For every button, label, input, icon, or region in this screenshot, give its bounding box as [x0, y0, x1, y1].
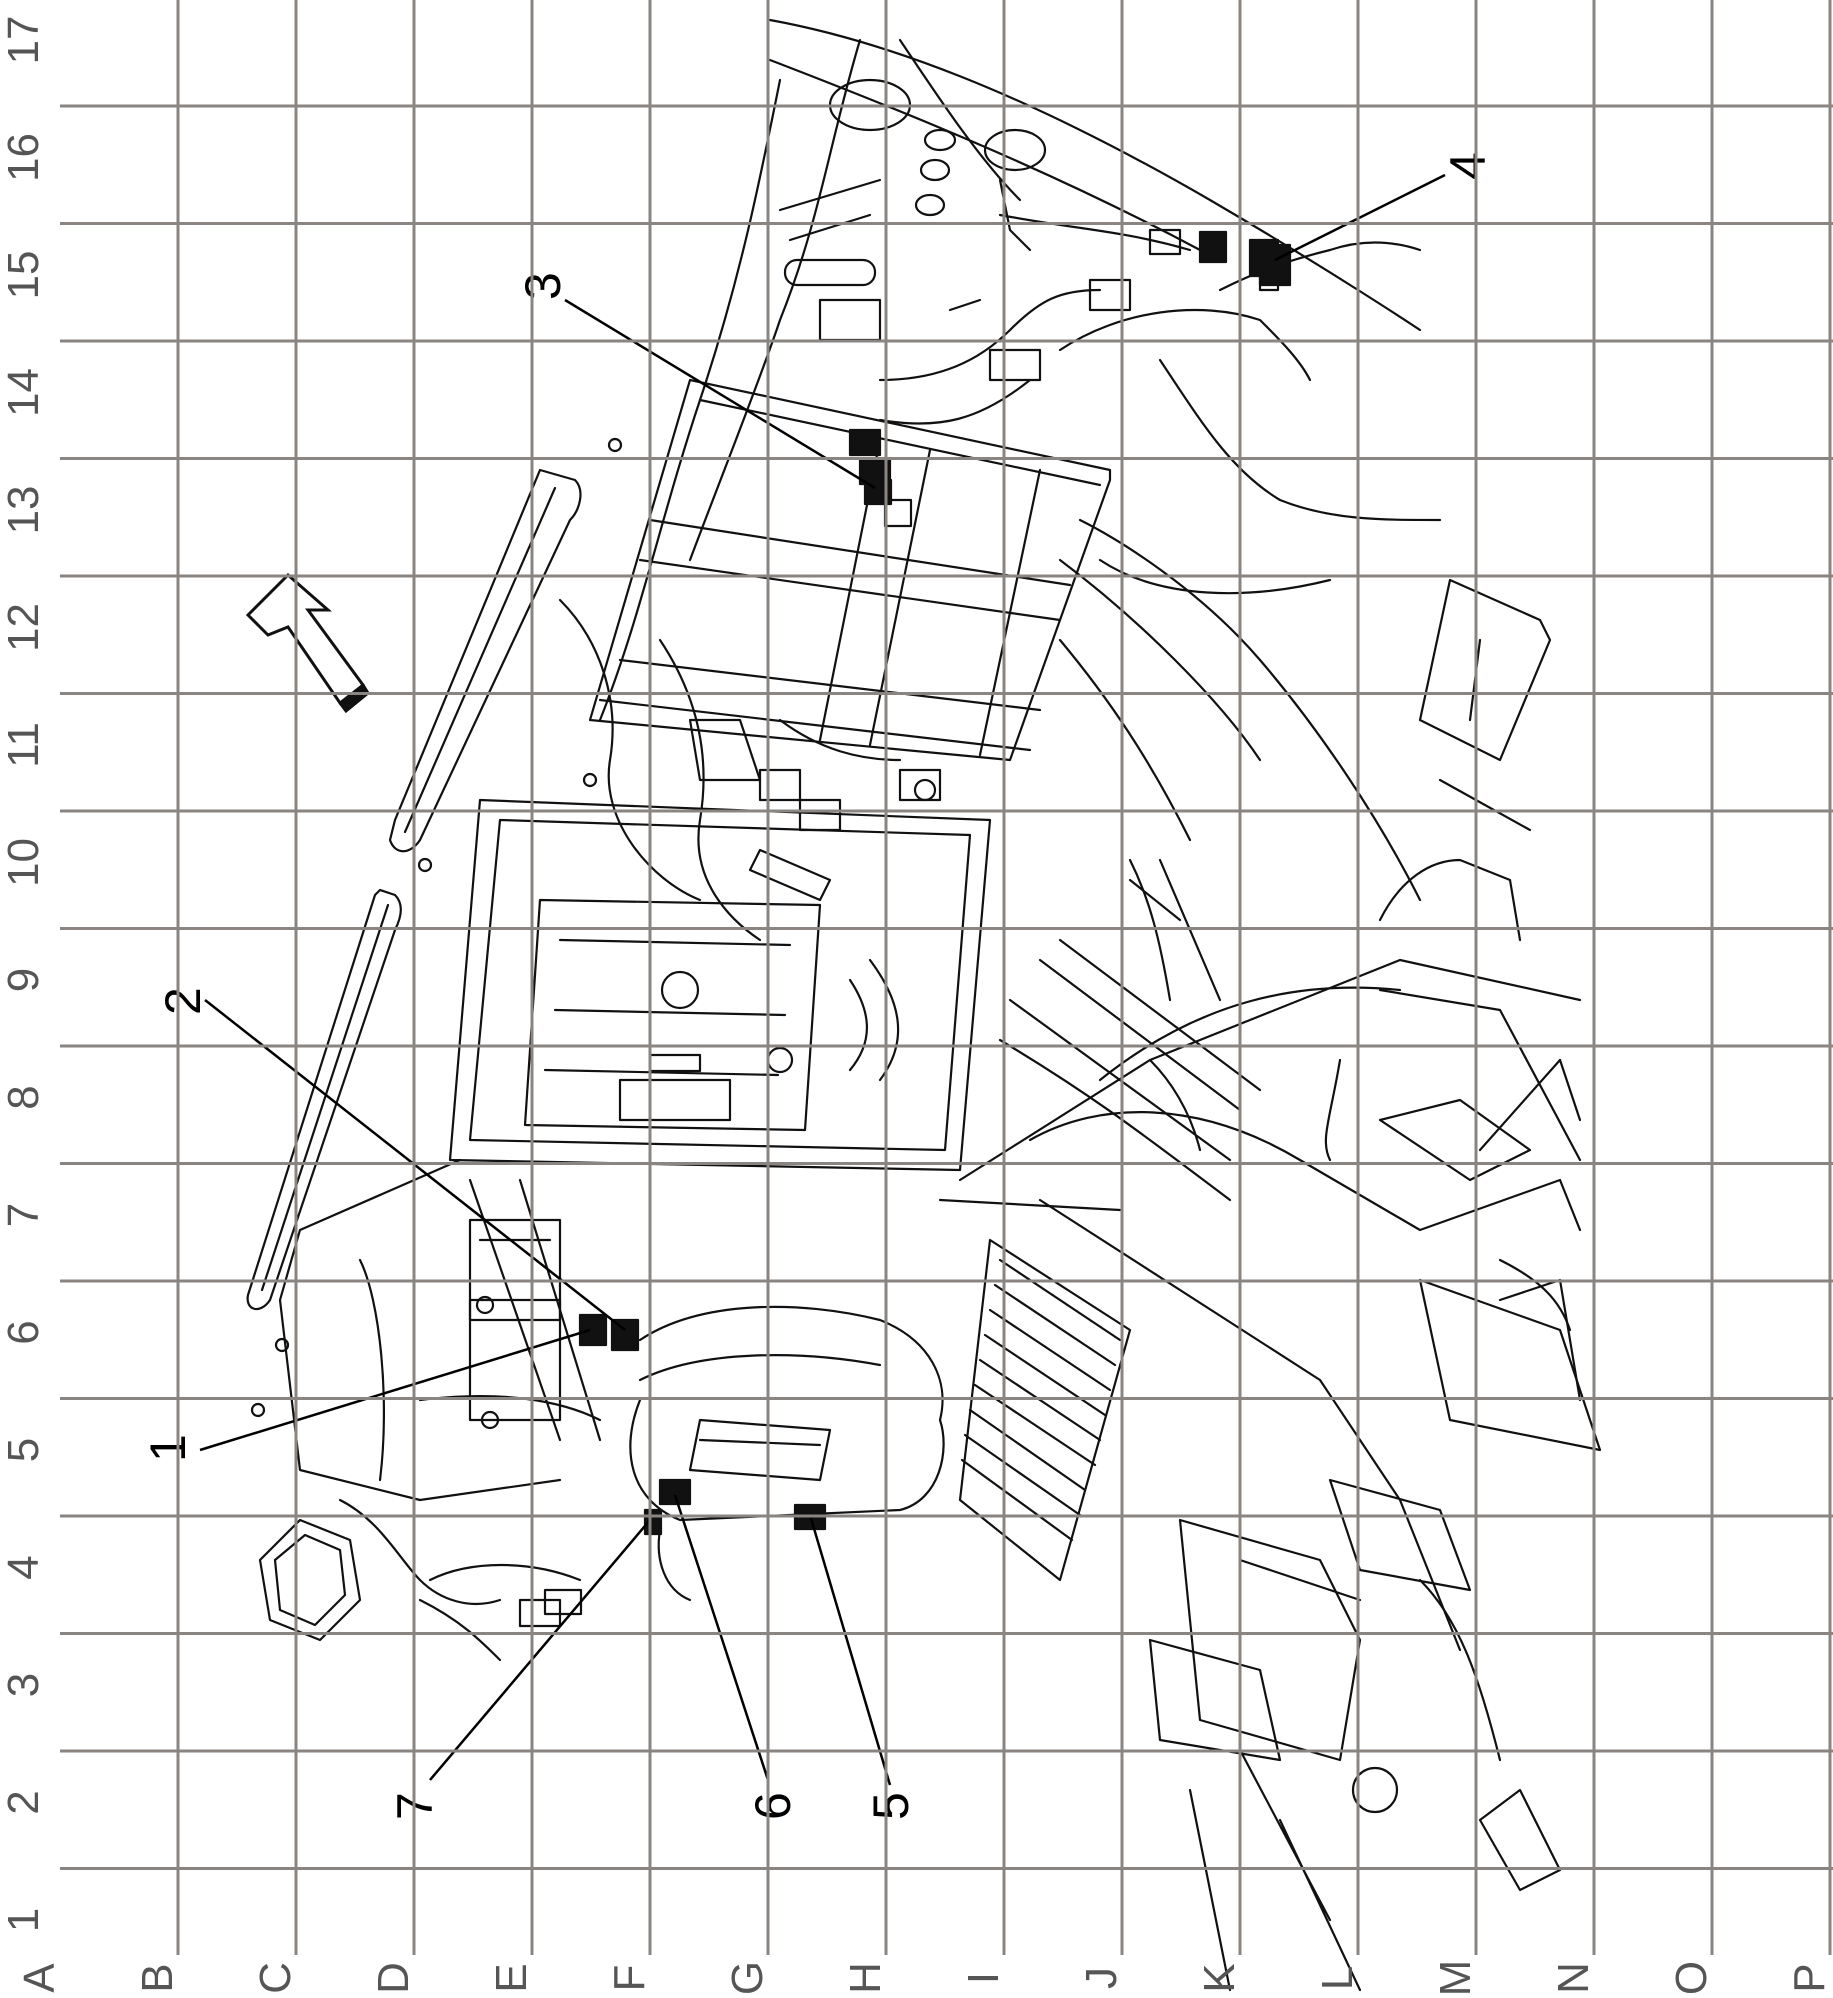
- leader-7: [429, 1519, 651, 1781]
- column-label-p: P: [1785, 1963, 1833, 1992]
- row-label-11: 11: [0, 722, 48, 768]
- callout-1: 1: [140, 1434, 196, 1462]
- column-label-f: F: [605, 1965, 654, 1992]
- connector-4: [1258, 243, 1292, 287]
- callout-labels: 1 2 3 4 5 6 7: [140, 152, 1496, 1820]
- row-label-1: 1: [0, 1908, 48, 1932]
- callout-4: 4: [1440, 152, 1496, 180]
- callout-3: 3: [515, 272, 571, 300]
- column-label-d: D: [369, 1962, 418, 1994]
- row-label-10: 10: [0, 838, 48, 887]
- column-labels: A B C D E F G H I J K L M N O P: [15, 1960, 1833, 1997]
- column-label-c: C: [251, 1962, 300, 1994]
- front-direction-arrow-icon: [245, 572, 370, 714]
- trim-bar-upper: [388, 468, 582, 853]
- row-label-12: 12: [0, 603, 48, 652]
- vehicle-line-art: [246, 18, 1602, 1992]
- row-label-5: 5: [0, 1438, 48, 1462]
- column-label-i: I: [959, 1972, 1008, 1984]
- leader-5: [808, 1514, 892, 1786]
- vent-grille: [958, 1238, 1132, 1582]
- leader-1: [199, 1328, 591, 1452]
- row-label-8: 8: [0, 1085, 48, 1109]
- column-label-e: E: [487, 1963, 536, 1992]
- row-label-9: 9: [0, 968, 48, 992]
- callout-2: 2: [155, 987, 211, 1015]
- connector-2: [610, 1318, 640, 1352]
- column-label-b: B: [133, 1963, 182, 1992]
- column-label-k: K: [1195, 1963, 1244, 1992]
- leader-4: [1274, 173, 1446, 262]
- row-label-7: 7: [0, 1203, 48, 1227]
- column-label-a: A: [15, 1963, 64, 1993]
- center-console-frame: [448, 798, 992, 1172]
- row-label-6: 6: [0, 1320, 48, 1344]
- leader-6: [673, 1494, 770, 1781]
- column-label-n: N: [1549, 1962, 1598, 1994]
- connector-1: [578, 1313, 608, 1347]
- column-label-o: O: [1667, 1961, 1716, 1995]
- column-label-m: M: [1431, 1960, 1480, 1997]
- reference-grid: [60, 0, 1833, 1955]
- leader-3: [564, 298, 876, 490]
- row-label-15: 15: [0, 251, 48, 300]
- leader-lines: [199, 173, 1446, 1786]
- row-label-14: 14: [0, 368, 48, 417]
- callout-6: 6: [745, 1792, 801, 1820]
- trim-bar-lower: [246, 888, 402, 1311]
- row-label-17: 17: [0, 16, 48, 65]
- row-label-3: 3: [0, 1673, 48, 1697]
- row-label-2: 2: [0, 1790, 48, 1814]
- column-label-l: L: [1313, 1966, 1362, 1990]
- column-label-j: J: [1077, 1967, 1126, 1989]
- column-label-g: G: [723, 1961, 772, 1995]
- row-label-13: 13: [0, 486, 48, 535]
- callout-5: 5: [863, 1792, 919, 1820]
- connector-6: [658, 1478, 692, 1506]
- body-outline-upper: [768, 18, 1422, 332]
- row-label-4: 4: [0, 1555, 48, 1579]
- column-label-h: H: [841, 1962, 890, 1994]
- row-label-16: 16: [0, 133, 48, 182]
- duct-block: [258, 1518, 362, 1642]
